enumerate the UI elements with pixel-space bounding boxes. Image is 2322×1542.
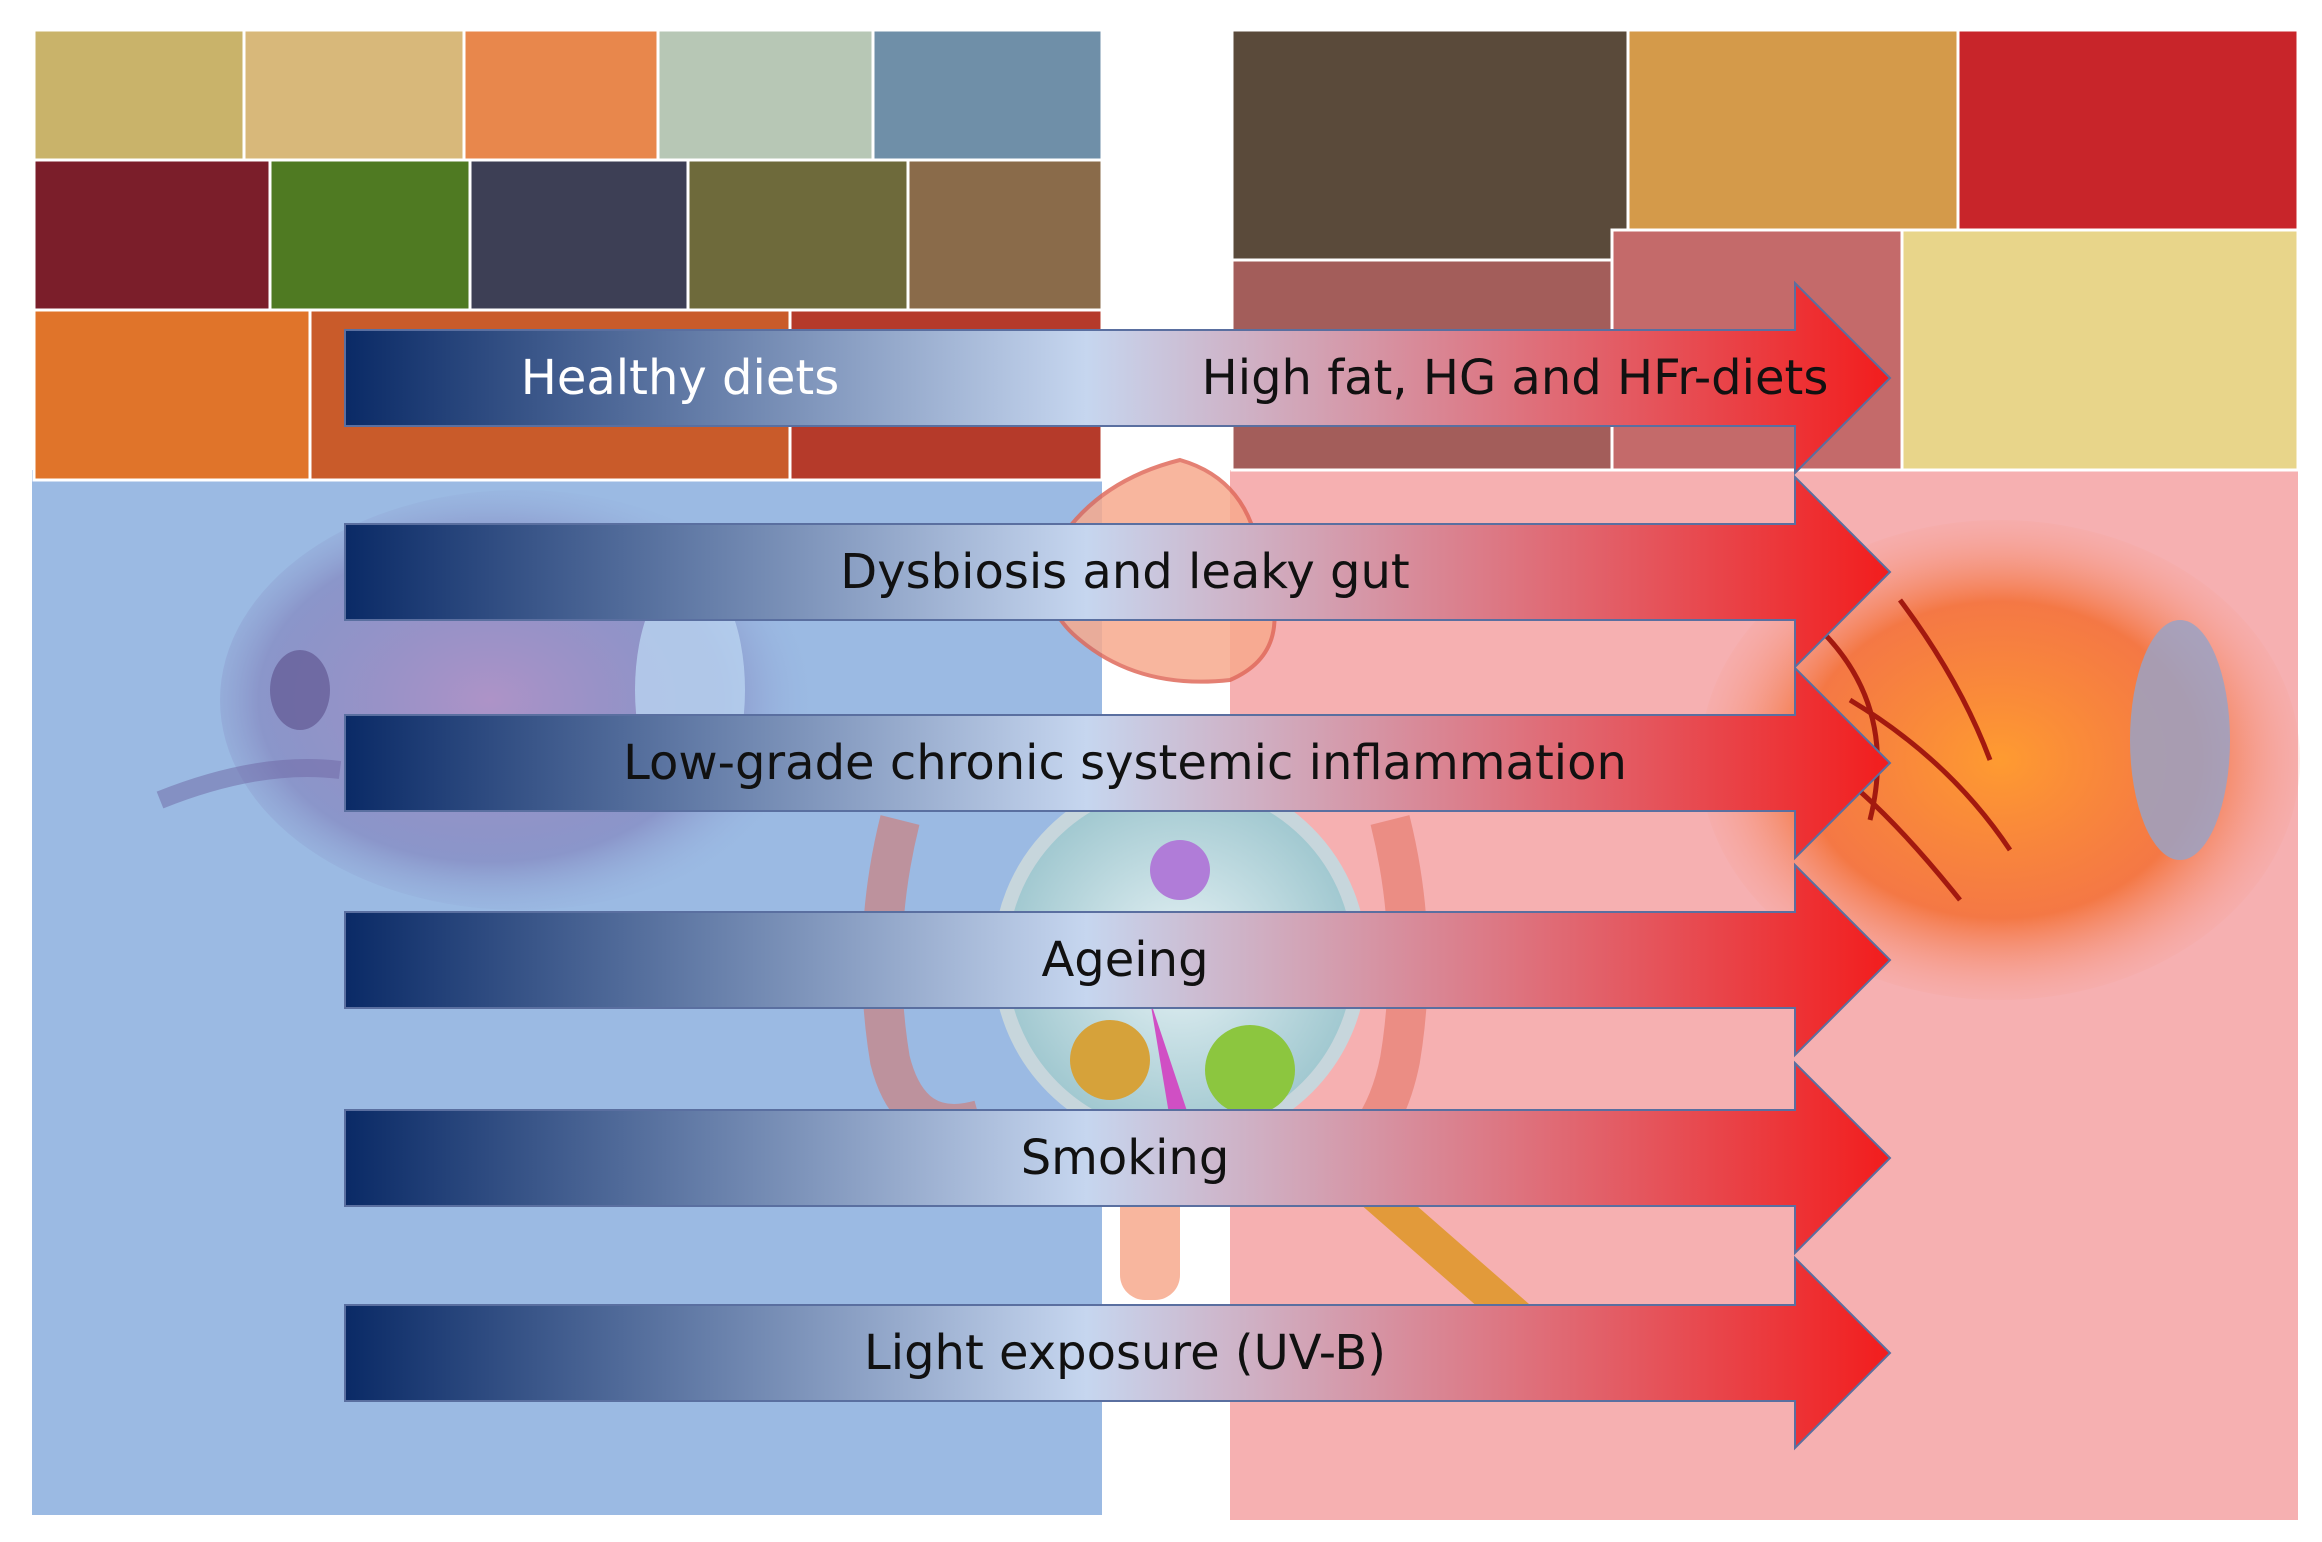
healthy-food-photo — [462, 28, 660, 162]
arrow-label: Smoking — [1021, 1130, 1230, 1186]
unhealthy-food-photo — [1230, 28, 1630, 262]
healthy-food-photo — [32, 158, 272, 312]
healthy-food-photo — [32, 308, 312, 482]
arrow-4 — [344, 862, 1892, 1058]
healthy-food-photo — [242, 28, 466, 162]
healthy-food-photo — [686, 158, 910, 312]
inflamed-eye-icon — [1700, 520, 2300, 1000]
arrow-label: Low-grade chronic systemic inflammation — [623, 735, 1627, 791]
healthy-food-photo — [656, 28, 875, 162]
healthy-food-photo — [871, 28, 1104, 162]
arrow-label-right: High fat, HG and HFr-diets — [1202, 350, 1829, 406]
arrow-1 — [344, 280, 1892, 476]
unhealthy-food-photo — [1900, 228, 2300, 472]
arrow-3 — [344, 665, 1892, 861]
arrow-label: Dysbiosis and leaky gut — [840, 544, 1409, 600]
healthy-food-photo — [32, 28, 246, 162]
healthy-food-photo — [468, 158, 690, 312]
healthy-food-photo — [268, 158, 472, 312]
unhealthy-food-photo — [1956, 28, 2300, 232]
unhealthy-food-photo — [1626, 28, 1960, 232]
arrow-6 — [344, 1255, 1892, 1451]
arrow-label-left: Healthy diets — [521, 350, 839, 406]
arrow-5 — [344, 1060, 1892, 1256]
arrow-label: Light exposure (UV-B) — [864, 1325, 1386, 1381]
arrows-group: Healthy diets High fat, HG and HFr-dietsD… — [344, 280, 1892, 1451]
arrow-label: Ageing — [1041, 932, 1208, 988]
arrow-2 — [344, 474, 1892, 670]
healthy-food-photo — [906, 158, 1104, 312]
